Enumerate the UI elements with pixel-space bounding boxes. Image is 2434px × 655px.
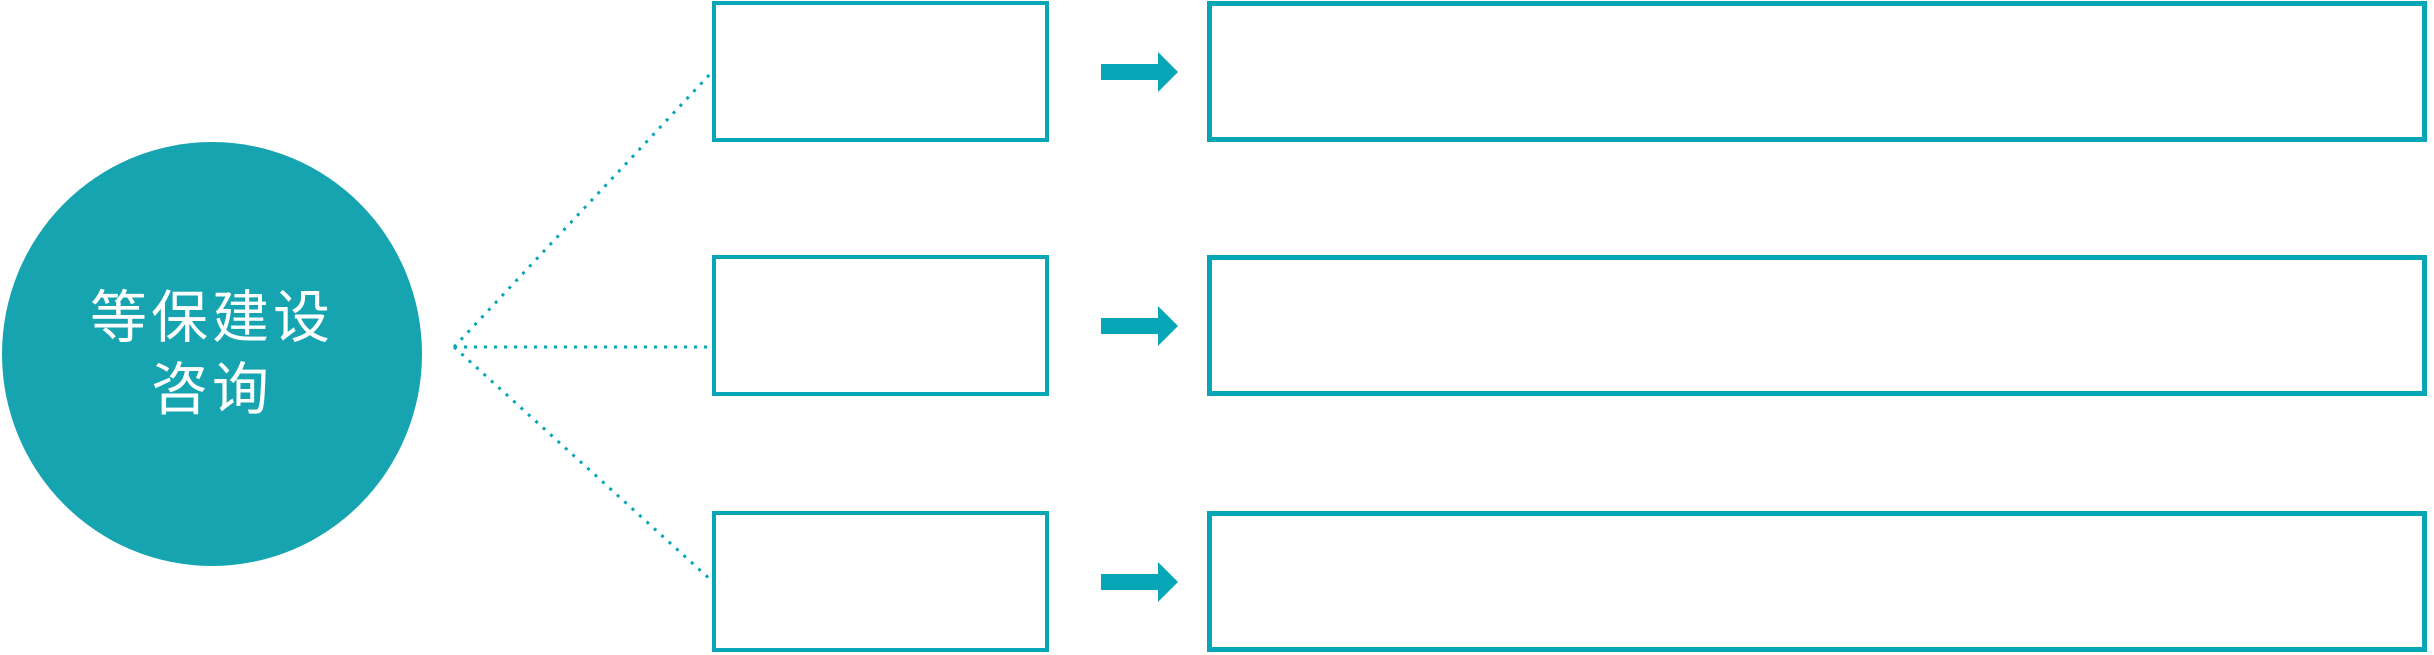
step-box-3 [712, 511, 1049, 652]
hub-label-line2: 咨询 [151, 357, 273, 423]
detail-box-2 [1207, 255, 2427, 396]
hub-label-line1: 等保建设 [90, 285, 334, 351]
diagram-row-1 [0, 1, 2434, 142]
arrow-right-icon [1101, 562, 1178, 602]
diagram-row-3 [0, 511, 2434, 652]
arrow-right-icon [1101, 306, 1178, 346]
detail-box-1 [1207, 1, 2427, 142]
arrow-right-icon [1101, 52, 1178, 92]
diagram-row-2 [0, 255, 2434, 396]
step-box-1 [712, 1, 1049, 142]
step-box-2 [712, 255, 1049, 396]
hub-circle: 等保建设 咨询 [2, 142, 422, 566]
detail-box-3 [1207, 511, 2427, 652]
